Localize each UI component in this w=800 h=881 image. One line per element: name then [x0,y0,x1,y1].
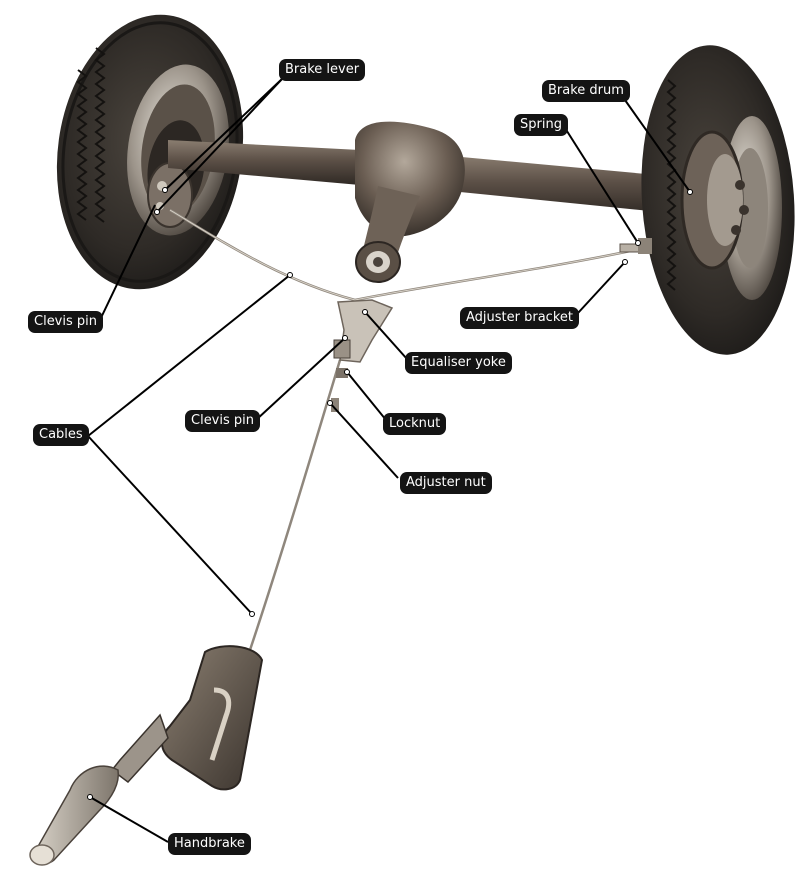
label-brake-drum: Brake drum [542,80,630,102]
label-adjuster-bracket: Adjuster bracket [460,307,579,329]
label-locknut: Locknut [383,413,447,435]
equaliser-yoke [331,299,394,412]
label-adjuster-nut: Adjuster nut [400,472,492,494]
label-clevis-pin-center: Clevis pin [185,410,261,432]
leader-lines [87,77,691,843]
rear-axle [168,121,690,283]
right-wheel [641,45,795,355]
label-brake-lever: Brake lever [279,59,366,81]
adjuster-bracket [619,238,652,254]
label-equaliser-yoke: Equaliser yoke [405,352,512,374]
label-handbrake: Handbrake [168,833,251,855]
handbrake-assembly [29,645,264,866]
label-cables: Cables [33,424,89,446]
label-spring: Spring [514,114,568,136]
label-clevis-pin-left: Clevis pin [28,311,104,333]
